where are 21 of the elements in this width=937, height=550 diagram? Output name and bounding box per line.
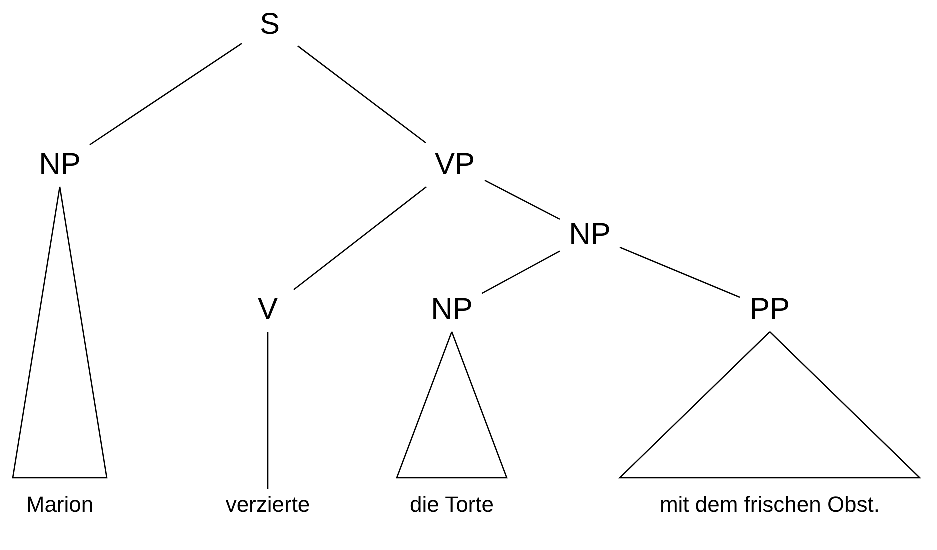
word-label: Marion	[26, 492, 94, 518]
branch-line	[482, 250, 560, 294]
branch-line	[267, 332, 269, 489]
triangle-branch	[12, 186, 108, 479]
word-label: verzierte	[226, 492, 310, 518]
branch-line	[484, 180, 560, 220]
word-label: die Torte	[410, 492, 494, 518]
category-label: PP	[750, 293, 790, 327]
branch-line	[620, 246, 740, 298]
triangle-branch	[396, 330, 508, 479]
branch-line	[294, 186, 428, 290]
word-label: mit dem frischen Obst.	[660, 492, 880, 518]
branch-line	[90, 43, 242, 146]
category-label: VP	[434, 148, 476, 182]
category-label: S	[260, 8, 280, 42]
triangle-branch	[618, 331, 922, 479]
category-label: V	[258, 293, 278, 327]
category-label: NP	[431, 293, 473, 327]
category-label: NP	[39, 148, 81, 182]
branch-line	[298, 46, 426, 144]
category-label: NP	[569, 218, 611, 252]
